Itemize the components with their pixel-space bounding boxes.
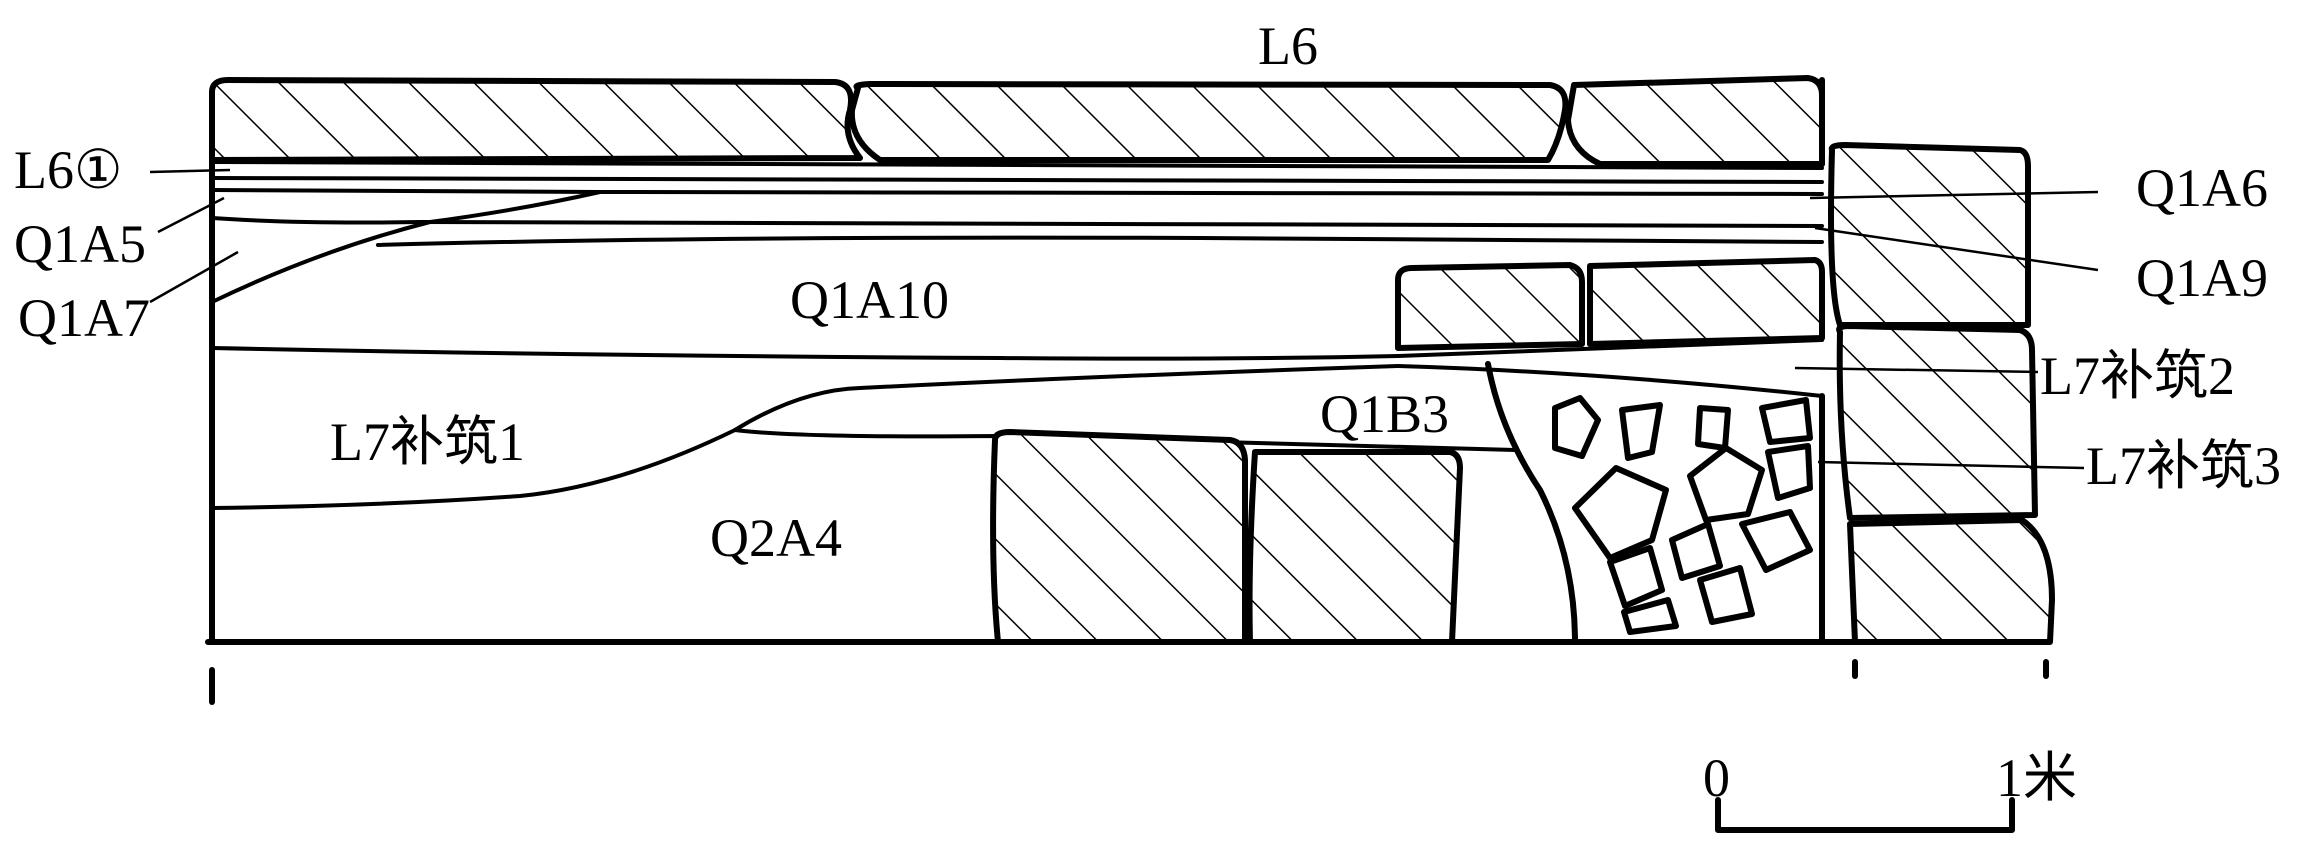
scale-bar: 0 1米 bbox=[1703, 748, 2077, 833]
l6-brick-2 bbox=[848, 81, 1569, 163]
stratum-line-l7-fill1-bottom bbox=[210, 428, 737, 510]
rubble-stone-4 bbox=[1759, 397, 1813, 445]
right-wall-block-top bbox=[1828, 142, 2031, 328]
rubble-stone-5 bbox=[1572, 465, 1669, 561]
l6-brick-3 bbox=[1565, 75, 1825, 167]
stratum-line-l7-fill1-top bbox=[733, 364, 1824, 432]
label-l7-fill-2: L7补筑2 bbox=[2040, 346, 2235, 406]
right-wall-block-bottom bbox=[1847, 517, 2055, 645]
rubble-stone-2 bbox=[1619, 402, 1663, 461]
leader-q1a9 bbox=[1814, 226, 2099, 272]
stratum-line-l6-1 bbox=[210, 160, 1824, 170]
l6-brick-1 bbox=[209, 77, 863, 163]
label-q2a4: Q2A4 bbox=[710, 508, 842, 568]
rubble-stone-3 bbox=[1695, 405, 1731, 451]
label-l6-1: L6① bbox=[14, 140, 122, 200]
stratum-line-q2a4-top bbox=[733, 428, 1517, 452]
hatched-block-q1a10-1 bbox=[1395, 262, 1585, 351]
label-q1b3: Q1B3 bbox=[1320, 384, 1449, 444]
stratum-line-q1a10-bottom bbox=[210, 346, 1400, 361]
rubble-fill-boundary bbox=[1485, 361, 1578, 645]
right-wall-block-middle bbox=[1836, 323, 2038, 521]
rubble-stone-10 bbox=[1739, 509, 1813, 573]
hatched-block-lower-2 bbox=[1246, 449, 1463, 645]
scale-bar-end-label: 1米 bbox=[1996, 748, 2077, 808]
stratum-line-q1a6 bbox=[210, 188, 1824, 196]
rubble-stone-11 bbox=[1697, 565, 1755, 625]
label-l7-fill-3: L7补筑3 bbox=[2086, 436, 2281, 496]
leader-l7-fill-3 bbox=[1817, 460, 2085, 470]
rubble-stone-9 bbox=[1669, 521, 1723, 581]
leader-q1a5 bbox=[157, 196, 225, 234]
scale-bar-start-label: 0 bbox=[1703, 748, 1730, 808]
stratum-line-q1a7-lower bbox=[376, 235, 1824, 247]
hatched-block-lower-1 bbox=[990, 429, 1248, 645]
label-q1a5: Q1A5 bbox=[14, 214, 146, 274]
leader-q1a7 bbox=[149, 250, 239, 304]
label-q1a7: Q1A7 bbox=[18, 288, 150, 348]
label-q1a9: Q1A9 bbox=[2136, 248, 2268, 308]
stratum-line-q1a5 bbox=[210, 176, 1824, 184]
rubble-stone-8 bbox=[1607, 545, 1665, 609]
leader-l6-1 bbox=[149, 168, 231, 174]
rubble-stone-6 bbox=[1687, 445, 1765, 523]
hatched-block-q1a10-2 bbox=[1587, 257, 1825, 347]
rubble-stone-7 bbox=[1765, 443, 1813, 501]
label-l6: L6 bbox=[1258, 16, 1318, 76]
label-q1a10: Q1A10 bbox=[790, 270, 949, 330]
rubble-stone-1 bbox=[1552, 395, 1601, 459]
leader-q1a6 bbox=[1809, 190, 2099, 200]
stratum-line-q1a9 bbox=[210, 216, 1824, 228]
rubble-stone-12 bbox=[1621, 597, 1679, 635]
label-q1a6: Q1A6 bbox=[2136, 158, 2268, 218]
label-l7-fill-1: L7补筑1 bbox=[330, 412, 525, 472]
stratum-line-q1a7-top bbox=[210, 190, 602, 304]
scale-bar-line bbox=[1715, 797, 2015, 833]
leader-l7-fill-2 bbox=[1794, 366, 2039, 374]
